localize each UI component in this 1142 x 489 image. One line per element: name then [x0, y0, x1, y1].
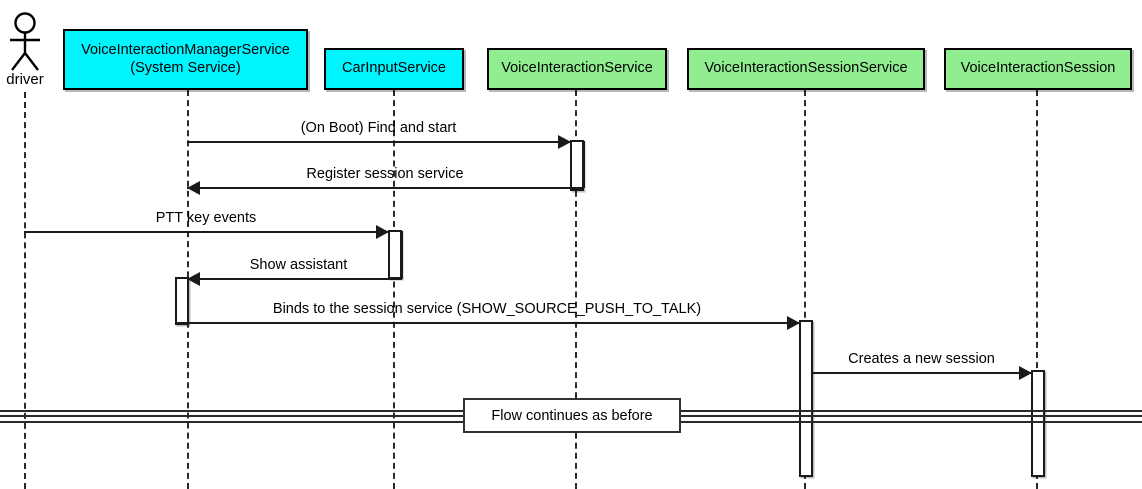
message-line-on-boot-find-and-start [187, 141, 570, 143]
message-line-creates-a-new-session [812, 372, 1031, 374]
message-line-binds-to-session-service [175, 322, 799, 324]
lifeline-voiceinteractionsessionservice [804, 90, 806, 489]
participant-box-voiceinteractionsession[interactable]: VoiceInteractionSession [944, 48, 1132, 90]
message-line-show-assistant [187, 278, 402, 280]
message-label-on-boot-find-and-start: (On Boot) Find and start [300, 120, 457, 136]
delay-note-text: Flow continues as before [491, 407, 653, 424]
message-line-register-session-service [187, 187, 584, 189]
message-call-segment-binds-to-session-service [175, 278, 177, 323]
message-label-creates-a-new-session: Creates a new session [848, 351, 995, 367]
participant-box-voiceinteractionservice[interactable]: VoiceInteractionService [487, 48, 667, 90]
lifeline-voiceinteractionservice [575, 90, 577, 489]
arrow-head-register-session-service [187, 181, 200, 195]
message-return-segment-register-session-service [583, 141, 585, 188]
message-line-ptt-key-events [24, 231, 388, 233]
lifeline-carinputservice [393, 90, 395, 489]
lifeline-driver [24, 92, 26, 489]
participant-box-vims[interactable]: VoiceInteractionManagerService (System S… [63, 29, 308, 90]
activation-bar-voiceinteractionsession [1031, 370, 1045, 477]
participant-label-voiceinteractionsession: VoiceInteractionSession [960, 60, 1116, 77]
message-label-show-assistant: Show assistant [249, 257, 348, 273]
participant-label-voiceinteractionsessionservice: VoiceInteractionSessionService [704, 60, 908, 77]
participant-sublabel-vims: (System Service) [130, 59, 241, 76]
participant-box-voiceinteractionsessionservice[interactable]: VoiceInteractionSessionService [687, 48, 925, 90]
activation-bar-voiceinteractionsessionservice [799, 320, 813, 477]
lifeline-voiceinteractionsession [1036, 90, 1038, 489]
arrow-head-binds-to-session-service [787, 316, 800, 330]
message-label-binds-to-session-service: Binds to the session service (SHOW_SOURC… [272, 301, 702, 317]
arrow-head-show-assistant [187, 272, 200, 286]
participant-box-carinputservice[interactable]: CarInputService [324, 48, 464, 90]
participant-label-voiceinteractionservice: VoiceInteractionService [501, 60, 653, 77]
actor-driver [4, 12, 46, 74]
arrow-head-on-boot-find-and-start [558, 135, 571, 149]
stick-figure-actor-icon [10, 12, 40, 71]
participant-label-carinputservice: CarInputService [342, 60, 446, 77]
message-label-ptt-key-events: PTT key events [155, 210, 257, 226]
message-label-register-session-service: Register session service [306, 166, 464, 182]
participant-label-vims: VoiceInteractionManagerService [81, 41, 290, 58]
arrow-head-creates-a-new-session [1019, 366, 1032, 380]
delay-note-box: Flow continues as before [463, 398, 681, 433]
actor-label-driver: driver [6, 71, 44, 88]
message-return-segment-show-assistant [401, 231, 403, 279]
arrow-head-ptt-key-events [376, 225, 389, 239]
